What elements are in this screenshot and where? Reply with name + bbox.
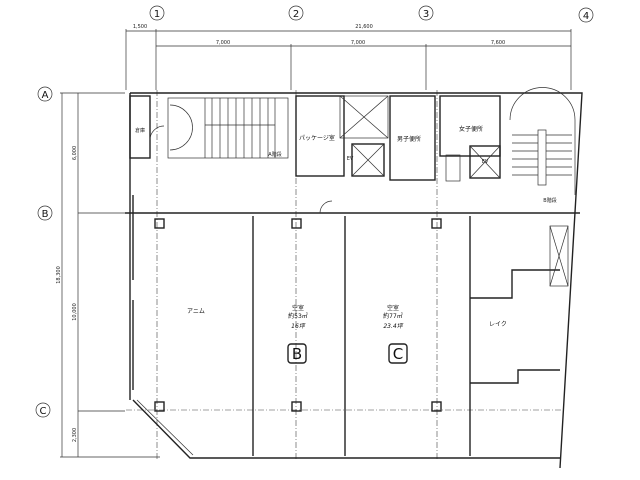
- column-axis-1: 1: [149, 5, 165, 21]
- vacant-c-area: 約77㎡: [383, 312, 403, 320]
- vacant-b-label: 空室: [292, 304, 304, 312]
- svg-text:2: 2: [293, 9, 299, 20]
- vacant-c-tsubo: 23.4坪: [383, 323, 403, 330]
- room-stair-a: A階段: [268, 151, 281, 158]
- vacant-b-area: 約53㎡: [288, 312, 308, 320]
- dim-span-3: 7,600: [491, 40, 505, 46]
- svg-text:1: 1: [154, 9, 160, 20]
- svg-text:C: C: [40, 406, 47, 417]
- column-axis-3: 3: [418, 5, 434, 21]
- core-walls: [129, 87, 576, 214]
- unit-marker-c[interactable]: C: [388, 343, 408, 364]
- dimension-lines: [60, 29, 572, 458]
- room-storage: 倉庫: [135, 127, 145, 134]
- dim-offset: 1,500: [133, 24, 147, 30]
- room-stair-b: B階段: [543, 197, 556, 204]
- svg-text:A: A: [42, 90, 49, 101]
- building-outline: [125, 92, 583, 469]
- svg-text:B: B: [42, 209, 49, 220]
- structural-columns: [154, 218, 442, 412]
- dim-span-2: 7,000: [351, 40, 365, 46]
- dim-span-1: 7,000: [216, 40, 230, 46]
- tenant-lake: レイク: [489, 321, 507, 328]
- dim-overall-depth: 18,300: [56, 266, 62, 284]
- room-package: パッケージ室: [299, 134, 335, 142]
- dim-overall-width: 21,600: [355, 24, 373, 30]
- row-axis-a: A: [37, 86, 53, 102]
- column-axis-2: 2: [288, 5, 304, 21]
- dim-depth-1: 6,000: [72, 146, 78, 160]
- vacant-c-label: 空室: [387, 304, 399, 312]
- elevator-label-2: EV: [482, 159, 489, 165]
- row-axis-b: B: [37, 205, 53, 221]
- unit-marker-b[interactable]: B: [287, 343, 307, 364]
- svg-text:3: 3: [423, 9, 429, 20]
- vacant-b-tsubo: 16坪: [291, 323, 306, 330]
- svg-text:B: B: [292, 345, 302, 363]
- column-axis-4: 4: [578, 7, 594, 23]
- dim-depth-3: 2,300: [72, 428, 78, 442]
- row-axis-c: C: [35, 402, 51, 418]
- tenant-anim: アニム: [187, 308, 205, 315]
- room-womens-wc: 女子便所: [459, 125, 483, 133]
- tenant-walls: [252, 216, 569, 456]
- dim-depth-2: 10,000: [72, 303, 78, 321]
- svg-text:C: C: [393, 345, 403, 363]
- svg-text:4: 4: [583, 11, 589, 22]
- elevator-label-1: EV: [347, 156, 354, 162]
- room-mens-wc: 男子便所: [397, 135, 421, 143]
